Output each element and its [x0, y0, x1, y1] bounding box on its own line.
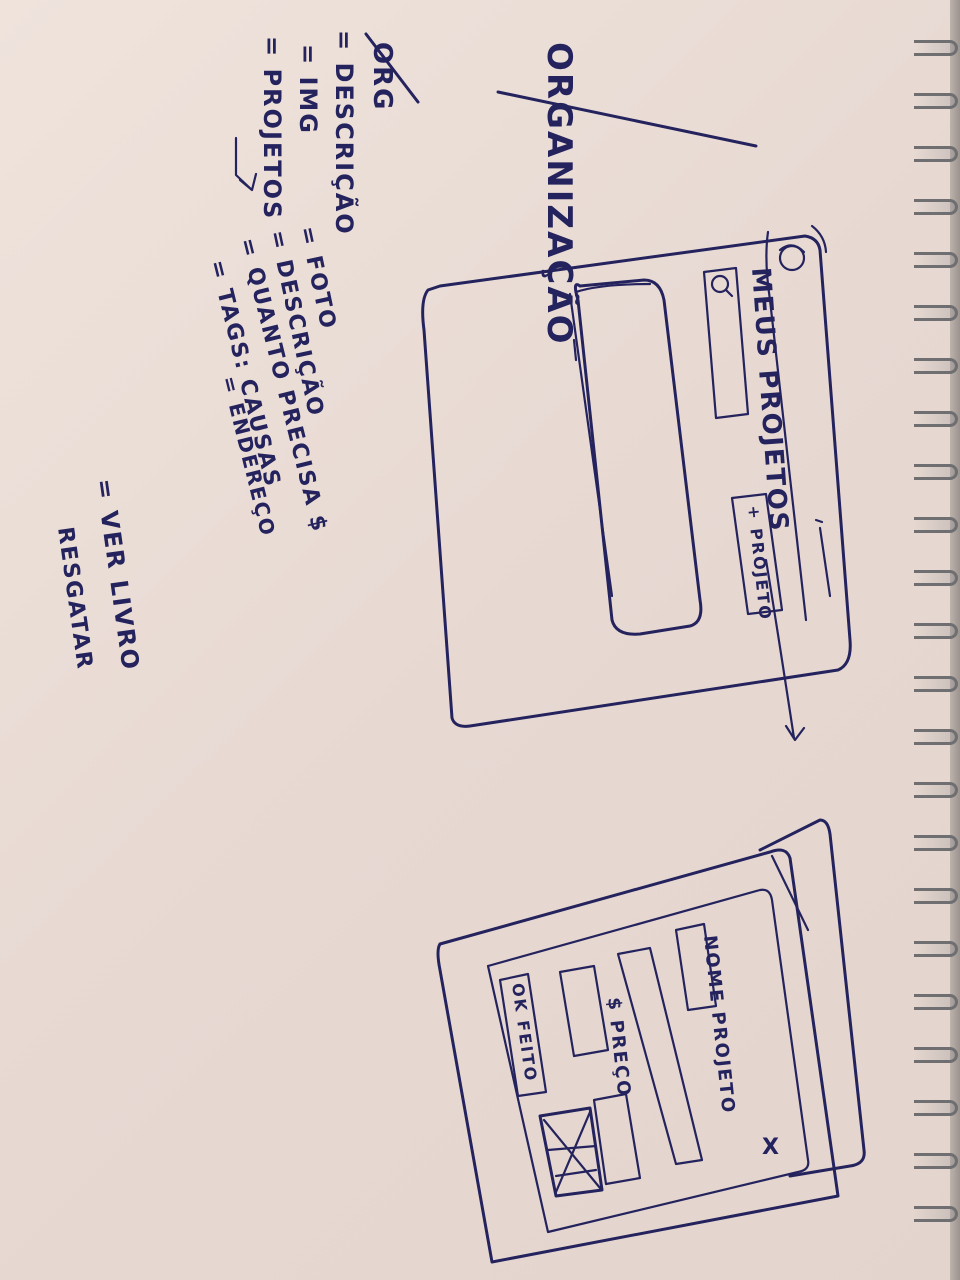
screen-novo-projeto: X NOME PROJETO $ PREÇO OK FEITO [436, 818, 866, 1264]
spiral-ring [914, 835, 958, 851]
spiral-ring [914, 464, 958, 480]
spiral-ring [914, 676, 958, 692]
spiral-ring [914, 941, 958, 957]
search-icon-handle [724, 288, 734, 298]
extra-item-1-group: = VER LIVRO [90, 477, 145, 673]
extra-item-2-group: RESGATAR [52, 525, 97, 672]
close-button[interactable]: X [762, 1135, 781, 1160]
spiral-ring [914, 1153, 958, 1169]
project-name-input[interactable] [674, 922, 718, 1012]
project-card[interactable] [568, 278, 703, 636]
spiral-ring [914, 888, 958, 904]
org-item-1-group: = DESCRIÇÃO [330, 30, 359, 236]
flow-arrow-icon [764, 558, 806, 742]
screen1-scrollbar[interactable] [814, 518, 832, 598]
user-icon-detail [778, 244, 806, 254]
heading-title: ORGANIZAÇÃO [539, 42, 580, 346]
arrow-icon [234, 136, 258, 192]
spiral-ring [914, 994, 958, 1010]
spiral-ring [914, 93, 958, 109]
spiral-ring [914, 1206, 958, 1222]
heading-group: ORGANIZAÇÃO [539, 42, 580, 346]
image-box [538, 1106, 604, 1198]
org-item-2-group: = IMG [294, 44, 322, 135]
name-label-group: NOME PROJETO [699, 934, 739, 1115]
modal-frame [436, 848, 840, 1264]
project-card-sketch [568, 282, 652, 598]
org-title-underline [364, 32, 420, 104]
screen1-title-group: MEUS PROJETOS [745, 266, 793, 533]
screen1-title: MEUS PROJETOS [745, 266, 793, 533]
modal-back-line [770, 854, 810, 932]
ok-button[interactable]: OK FEITO [498, 972, 548, 1098]
spiral-ring [914, 411, 958, 427]
spiral-ring [914, 1100, 958, 1116]
extra-item-resgatar: RESGATAR [52, 525, 97, 672]
close-icon: X [762, 1135, 781, 1160]
extra-item-ver-livro: = VER LIVRO [90, 477, 145, 673]
org-item-projetos: = PROJETOS [258, 36, 286, 220]
spiral-ring [914, 199, 958, 215]
image-cross [542, 1110, 602, 1194]
price-input[interactable] [558, 964, 610, 1058]
screen1-header-line [765, 230, 808, 622]
modal-back-page [758, 818, 866, 1178]
screen1-corner [810, 224, 828, 254]
screen1-frame [421, 234, 852, 728]
search-icon [710, 274, 734, 298]
user-icon[interactable] [778, 244, 806, 272]
ok-button-outline [498, 972, 548, 1098]
org-title: ORG [367, 42, 397, 111]
spiral-ring [914, 358, 958, 374]
project-name-label: NOME PROJETO [699, 934, 739, 1115]
heading-underline [496, 90, 758, 148]
secondary-input[interactable] [592, 1092, 642, 1186]
spiral-binding [908, 40, 958, 1260]
spiral-ring [914, 305, 958, 321]
spiral-ring [914, 517, 958, 533]
spiral-ring [914, 782, 958, 798]
spiral-ring [914, 252, 958, 268]
spiral-ring [914, 623, 958, 639]
image-placeholder-icon[interactable] [538, 1106, 604, 1198]
page-edge [950, 0, 960, 1280]
spiral-ring [914, 729, 958, 745]
spiral-ring [914, 570, 958, 586]
search-icon-lens [710, 274, 730, 294]
spiral-ring [914, 40, 958, 56]
screen-meus-projetos: MEUS PROJETOS + PROJETO [421, 224, 852, 742]
org-item-3-group: = PROJETOS [258, 36, 286, 220]
add-project-button-outline [730, 492, 784, 616]
org-item-img: = IMG [294, 44, 322, 135]
search-box[interactable] [702, 266, 750, 420]
project-card-outline [573, 278, 703, 636]
spiral-ring [914, 1047, 958, 1063]
org-title-group: ORG [367, 42, 397, 111]
spiral-ring [914, 146, 958, 162]
modal-inner-frame [486, 888, 810, 1234]
search-box-outline [702, 266, 750, 420]
org-item-description: = DESCRIÇÃO [330, 30, 359, 236]
description-input[interactable] [616, 946, 704, 1166]
